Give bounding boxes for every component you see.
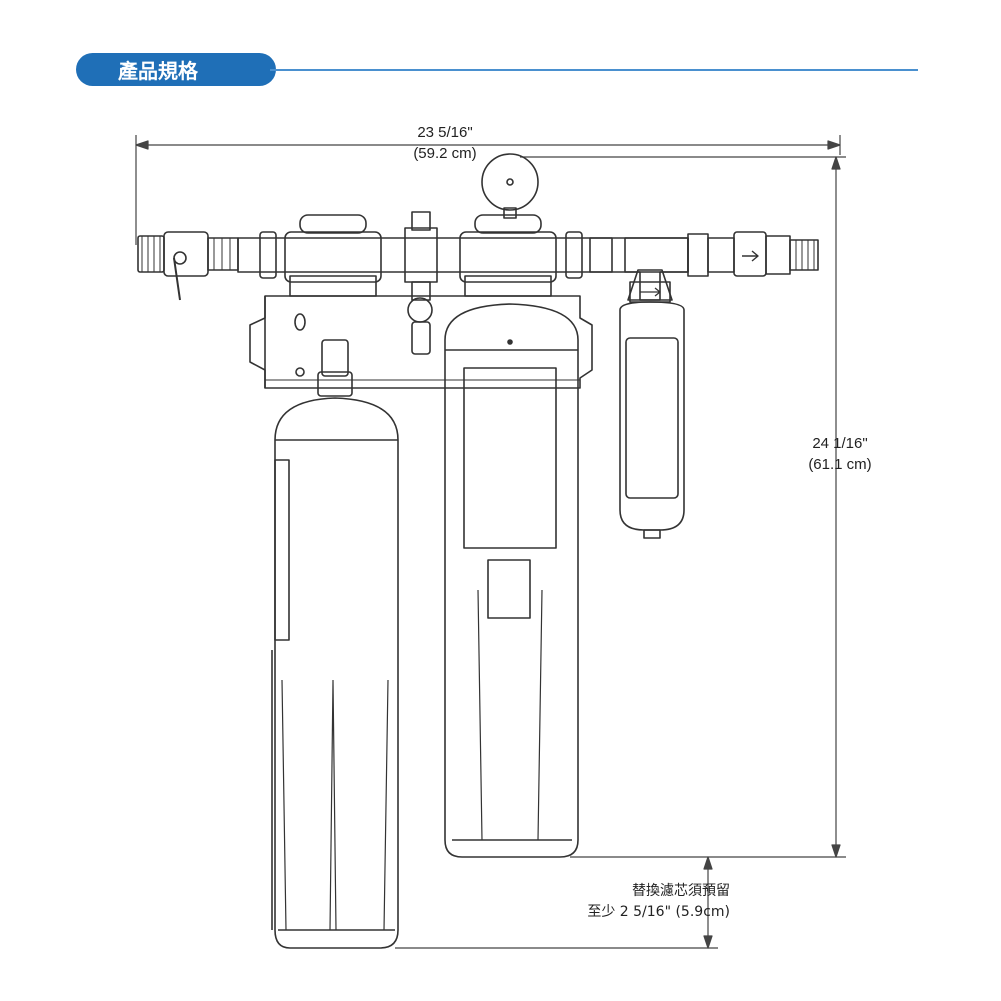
clearance-label: 替換濾芯須預留 至少 2 5/16" (5.9cm) [520, 881, 730, 923]
section-title: 產品規格 [118, 59, 198, 83]
clearance-dimension-line [395, 856, 718, 949]
width-dimension-label: 23 5/16" (59.2 cm) [390, 122, 500, 164]
height-dimension-label: 24 1/16" (61.1 cm) [790, 433, 890, 475]
manifold-head [137, 153, 819, 355]
filter-cartridge-center [444, 303, 579, 858]
section-divider [270, 69, 918, 71]
height-dimension-line [520, 156, 846, 858]
width-dimension-line [135, 135, 841, 245]
width-imperial: 23 5/16" [417, 124, 473, 141]
height-metric: (61.1 cm) [808, 456, 872, 473]
mounting-bracket [249, 295, 593, 389]
filter-cartridge-left [271, 339, 399, 949]
clearance-value: 至少 2 5/16" (5.9cm) [587, 904, 730, 920]
section-title-badge: 產品規格 [76, 53, 276, 86]
height-imperial: 24 1/16" [812, 435, 868, 452]
prefilter-cartridge [619, 269, 685, 539]
clearance-title: 替換濾芯須預留 [632, 883, 730, 899]
width-metric: (59.2 cm) [413, 145, 477, 162]
